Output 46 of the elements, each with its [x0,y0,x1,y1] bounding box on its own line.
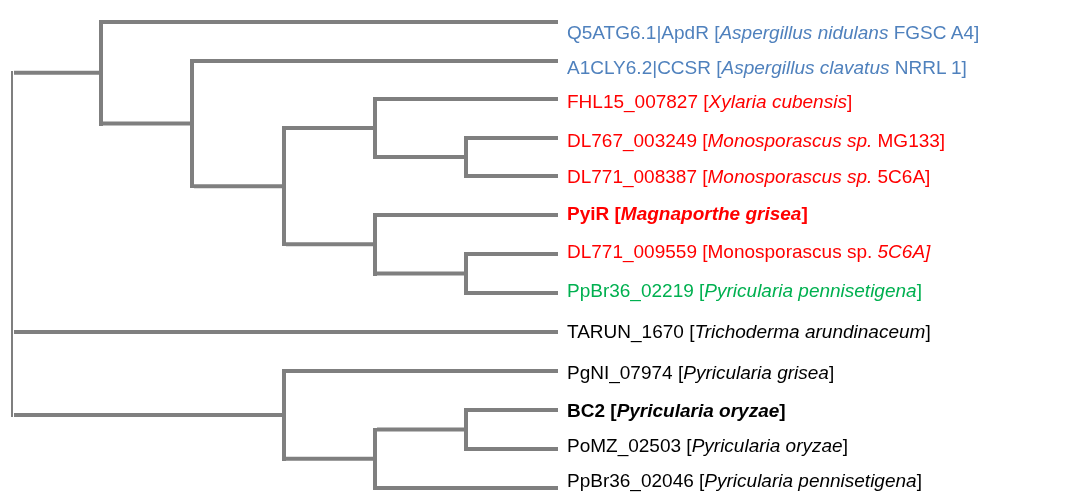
tree-branch [468,174,558,178]
tree-branch-bar [373,213,377,276]
taxon-label: BC2 [Pyricularia oryzae] [558,399,786,423]
tree-branch [377,486,558,490]
tree-branch [103,20,558,24]
tree-branch [194,184,282,189]
tree-branch [377,427,464,432]
tree-branch [377,97,558,101]
tree-branch [286,126,373,130]
tree-branch-bar [464,136,468,178]
taxon-label: FHL15_007827 [Xylaria cubensis] [558,90,853,114]
tree-branch [468,252,558,256]
tree-branch [468,136,558,140]
taxon-label: PoMZ_02503 [Pyricularia oryzae] [558,434,848,458]
tree-branch-bar [282,126,286,247]
taxon-label: Q5ATG6.1|ApdR [Aspergillus nidulans FGSC A4] [558,21,980,45]
tree-branch [377,271,464,276]
tree-branch [14,412,282,417]
tree-branch-bar [282,369,286,461]
tree-branch [377,155,464,159]
tree-branch-bar [464,408,468,451]
tree-branch [14,70,99,75]
tree-branch [194,59,558,63]
taxon-label: PpBr36_02046 [Pyricularia pennisetigena] [558,469,922,493]
tree-branch [468,447,558,451]
taxon-label: PyiR [Magnaporthe grisea] [558,202,808,226]
tree-branch-bar [464,252,468,295]
tree-branch [286,369,558,373]
taxon-label: PpBr36_02219 [Pyricularia pennisetigena] [558,279,922,303]
tree-branch [14,330,558,334]
tree-branch-bar [99,20,103,126]
tree-branch [286,456,373,461]
taxon-label: TARUN_1670 [Trichoderma arundinaceum] [558,320,931,344]
tree-branch [103,121,190,126]
tree-branch [468,408,558,412]
tree-branch-bar [373,427,377,490]
tree-branch [377,213,558,217]
taxon-label: DL771_008387 [Monosporascus sp. 5C6A] [558,165,931,189]
tree-branch [468,291,558,295]
tree-branch-bar [190,59,194,189]
tree-branch-bar [373,97,377,159]
taxon-label: DL771_009559 [Monosporascus sp. 5C6A] [558,240,931,264]
taxon-label: A1CLY6.2|CCSR [Aspergillus clavatus NRRL 1] [558,56,967,80]
taxon-label: DL767_003249 [Monosporascus sp. MG133] [558,129,946,153]
tree-branch [286,242,373,247]
taxon-label: PgNI_07974 [Pyricularia grisea] [558,361,835,385]
